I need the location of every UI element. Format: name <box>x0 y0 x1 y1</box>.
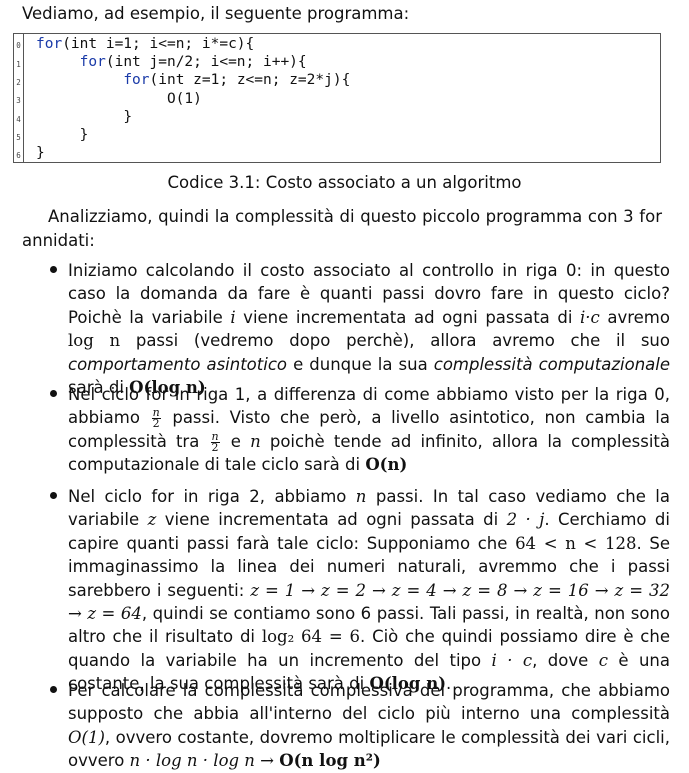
code-line: } <box>36 145 45 161</box>
code-line: for(int j=n/2; i<=n; i++){ <box>79 54 307 70</box>
code-line: } <box>79 127 89 143</box>
bullet-marker <box>50 390 57 397</box>
code-line: for(int z=1; z<=n; z=2*j){ <box>123 72 351 88</box>
code-keyword: for <box>79 54 106 70</box>
line-number: 5 <box>16 133 21 142</box>
line-number: 3 <box>16 96 21 105</box>
line-number: 2 <box>16 78 21 87</box>
bullet-item-4: Per calcolare la complessità complessiva… <box>68 681 670 771</box>
line-number: 4 <box>16 115 21 124</box>
code-keyword: for <box>36 36 63 52</box>
line-number-gutter: 0 1 2 3 4 5 6 <box>14 34 24 162</box>
bullet-marker <box>50 266 57 273</box>
line-number: 6 <box>16 151 21 160</box>
bullet-item-2: Nel ciclo for in riga 1, a differenza di… <box>68 385 670 475</box>
code-line: for(int i=1; i<=n; i*=c){ <box>36 36 255 52</box>
bullet-marker <box>50 492 57 499</box>
code-keyword: for <box>123 72 150 88</box>
code-line: } <box>123 109 133 125</box>
code-listing: 0 1 2 3 4 5 6 for(int i=1; i<=n; i*=c){ … <box>13 33 661 163</box>
bullet-item-1: Iniziamo calcolando il costo associato a… <box>68 261 671 398</box>
intro-text: Vediamo, ad esempio, il seguente program… <box>22 4 410 23</box>
line-number: 0 <box>16 41 21 50</box>
bullet-item-3: Nel ciclo for in riga 2, abbiamo n passi… <box>68 487 671 694</box>
body-paragraph: Analizziamo, quindi la complessità di qu… <box>22 207 662 250</box>
code-caption: Codice 3.1: Costo associato a un algorit… <box>167 173 522 192</box>
code-line: O(1) <box>166 91 202 107</box>
line-number: 1 <box>16 60 21 69</box>
bullet-marker <box>50 686 57 693</box>
